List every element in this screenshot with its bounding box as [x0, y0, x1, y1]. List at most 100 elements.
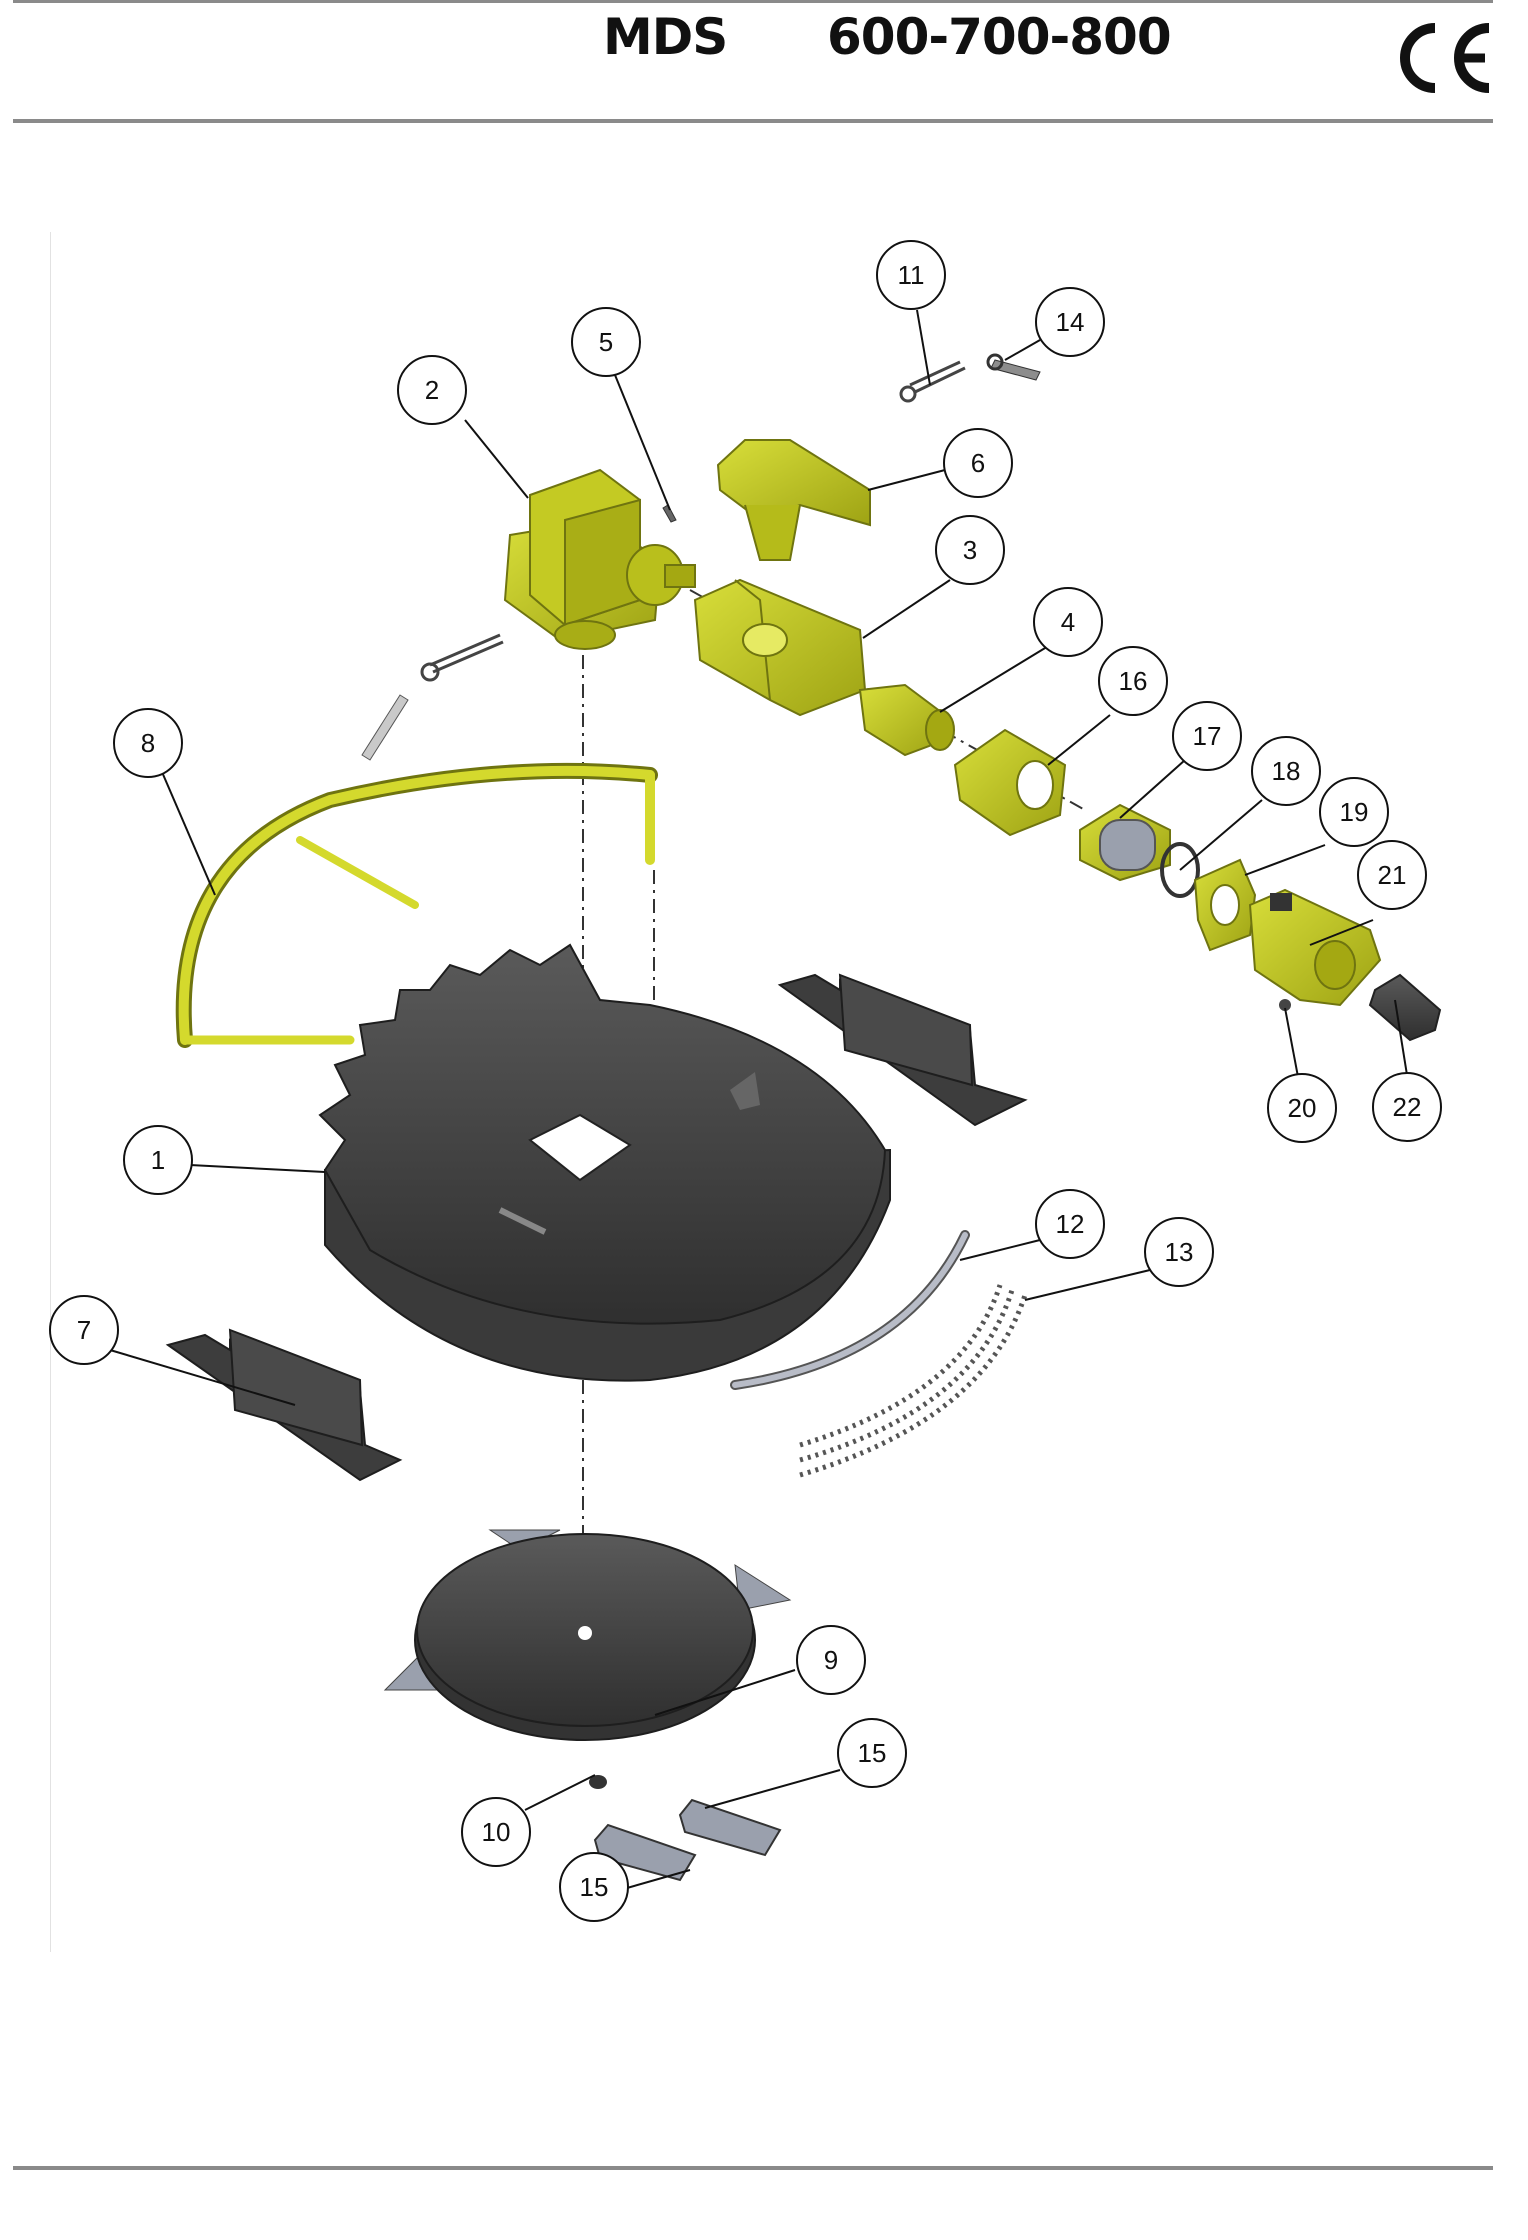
part-coupling — [858, 683, 955, 757]
callout-16: 16 — [1098, 646, 1168, 716]
callout-circle — [1098, 646, 1168, 716]
callout-circle — [397, 355, 467, 425]
callout-5: 5 — [571, 307, 641, 377]
callout-circle — [1144, 1217, 1214, 1287]
callout-number: 14 — [1056, 307, 1085, 337]
callout-circle — [1319, 777, 1389, 847]
part-spring-lower — [420, 633, 504, 682]
top-border-line — [13, 0, 1493, 3]
callout-circle — [571, 307, 641, 377]
callout-circle — [876, 240, 946, 310]
callout-circle — [1372, 1072, 1442, 1142]
callout-number: 3 — [963, 535, 977, 565]
callout-13: 13 — [1144, 1217, 1214, 1287]
callout-circle — [461, 1797, 531, 1867]
callout-number: 4 — [1061, 607, 1075, 637]
callout-1: 1 — [123, 1125, 193, 1195]
part-mount-plate-front — [953, 728, 1067, 837]
part-hydraulic-motor — [1079, 803, 1171, 882]
callout-number: 10 — [482, 1817, 511, 1847]
part-guard-bar — [175, 762, 658, 1048]
assembly-axis-lines — [582, 589, 1086, 1630]
part-cutting-deck — [318, 943, 891, 1382]
callout-circle — [123, 1125, 193, 1195]
part-bearing-housing — [1248, 888, 1382, 1007]
callout-8: 8 — [113, 708, 183, 778]
callout-number: 22 — [1393, 1092, 1422, 1122]
callout-number: 13 — [1165, 1237, 1194, 1267]
header-divider — [13, 119, 1493, 123]
callout-22: 22 — [1372, 1072, 1442, 1142]
callout-10: 10 — [461, 1797, 531, 1867]
part-nut — [589, 1775, 607, 1789]
callout-20: 20 — [1267, 1073, 1337, 1143]
callout-circle — [1172, 701, 1242, 771]
callout-circle — [796, 1625, 866, 1695]
callout-14: 14 — [1035, 287, 1105, 357]
footer-divider — [13, 2166, 1493, 2170]
callout-number: 17 — [1193, 721, 1222, 751]
callout-15: 15 — [837, 1718, 907, 1788]
part-o-ring — [1160, 842, 1200, 898]
callout-number: 12 — [1056, 1209, 1085, 1239]
callout-number: 16 — [1119, 666, 1148, 696]
callout-circle — [1035, 287, 1105, 357]
callout-circle — [1033, 587, 1103, 657]
callout-21: 21 — [1357, 840, 1427, 910]
part-mount-plate-rear — [1193, 858, 1257, 952]
callout-6: 6 — [943, 428, 1013, 498]
part-cover — [716, 439, 871, 561]
callout-number: 8 — [141, 728, 155, 758]
callout-circle — [943, 428, 1013, 498]
part-spring-belt — [799, 1284, 1028, 1478]
callout-9: 9 — [796, 1625, 866, 1695]
callout-number: 9 — [824, 1645, 838, 1675]
callout-circle — [837, 1718, 907, 1788]
callout-number: 15 — [580, 1872, 609, 1902]
callout-circle — [49, 1295, 119, 1365]
part-protection-hose — [730, 1230, 970, 1390]
callout-4: 4 — [1033, 587, 1103, 657]
part-sleeve — [1368, 973, 1442, 1042]
model-title: MDS — [603, 8, 728, 66]
callout-17: 17 — [1172, 701, 1242, 771]
part-skid-left — [165, 1328, 403, 1482]
diagram-frame-edge — [50, 232, 51, 1952]
callout-3: 3 — [935, 515, 1005, 585]
callout-number: 15 — [858, 1738, 887, 1768]
callout-number: 2 — [425, 375, 439, 405]
part-skid-right — [777, 973, 1028, 1127]
callout-number: 18 — [1272, 756, 1301, 786]
callout-number: 6 — [971, 448, 985, 478]
callout-number: 11 — [898, 260, 925, 290]
callout-circle — [935, 515, 1005, 585]
callout-circle — [1267, 1073, 1337, 1143]
callout-circle — [1251, 736, 1321, 806]
part-bracket — [693, 578, 867, 717]
callout-number: 21 — [1378, 860, 1407, 890]
callout-number: 19 — [1340, 797, 1369, 827]
callout-2: 2 — [397, 355, 467, 425]
callout-number: 20 — [1288, 1093, 1317, 1123]
callout-circle — [1357, 840, 1427, 910]
model-sizes: 600-700-800 — [827, 8, 1172, 66]
callout-circle — [1035, 1189, 1105, 1259]
callout-11: 11 — [876, 240, 946, 310]
callout-circle — [559, 1852, 629, 1922]
callout-number: 5 — [599, 327, 613, 357]
part-spring-top — [899, 360, 966, 403]
part-pin — [662, 504, 677, 523]
ce-mark-icon — [1400, 23, 1490, 93]
callout-7: 7 — [49, 1295, 119, 1365]
callout-number: 7 — [77, 1315, 91, 1345]
part-blade-right — [678, 1798, 782, 1857]
part-eye-pin — [986, 353, 1041, 381]
callout-19: 19 — [1319, 777, 1389, 847]
callout-15: 15 — [559, 1852, 629, 1922]
part-screw — [1279, 999, 1291, 1011]
part-blade-disc — [383, 1529, 792, 1741]
callout-number: 1 — [151, 1145, 165, 1175]
callout-circle — [113, 708, 183, 778]
